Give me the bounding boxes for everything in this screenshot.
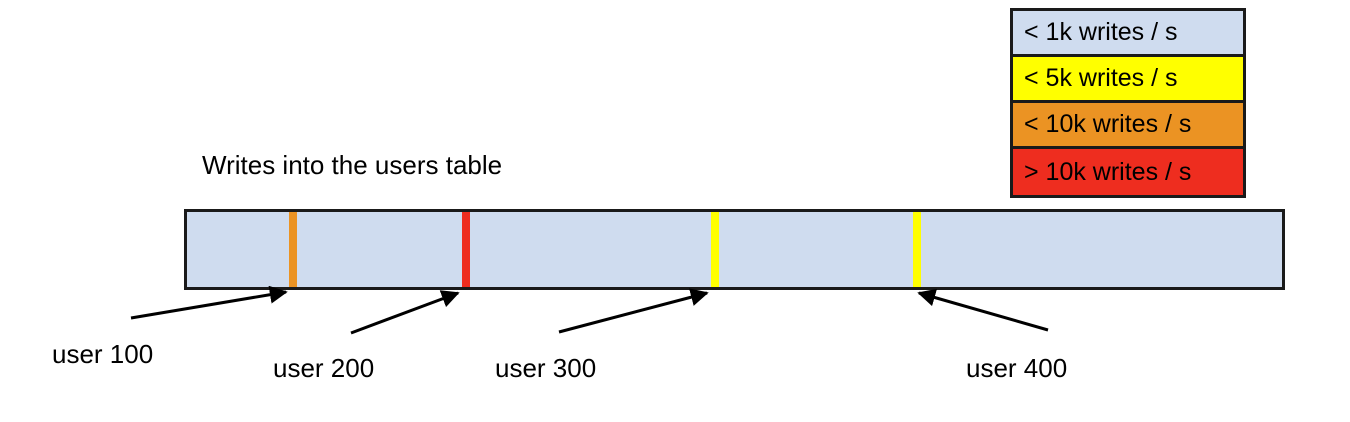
legend-row-over-10k: > 10k writes / s <box>1013 149 1243 195</box>
callout-label-user-400: user 400 <box>966 353 1068 383</box>
user-400-stripe <box>913 212 921 287</box>
callout-label-user-300: user 300 <box>495 353 597 383</box>
callout-label-user-200: user 200 <box>273 353 375 383</box>
user-100-arrow <box>130 285 288 320</box>
legend: < 1k writes / s < 5k writes / s < 10k wr… <box>1010 8 1246 198</box>
user-200-arrow <box>350 290 460 335</box>
legend-row-under-1k: < 1k writes / s <box>1013 11 1243 57</box>
callout-label-user-100: user 100 <box>52 339 154 369</box>
legend-row-under-5k: < 5k writes / s <box>1013 57 1243 103</box>
user-200-stripe <box>462 212 470 287</box>
legend-label-under-5k: < 5k writes / s <box>1024 64 1178 92</box>
user-300-stripe <box>711 212 719 287</box>
user-100-stripe <box>289 212 297 287</box>
user-300-arrow <box>558 288 709 334</box>
chart-title: Writes into the users table <box>202 150 503 180</box>
legend-label-over-10k: > 10k writes / s <box>1024 157 1192 186</box>
legend-label-under-10k: < 10k writes / s <box>1024 110 1192 138</box>
legend-label-under-1k: < 1k writes / s <box>1024 18 1178 46</box>
users-table-band <box>184 209 1285 290</box>
user-400-arrow <box>917 288 1049 332</box>
legend-row-under-10k: < 10k writes / s <box>1013 103 1243 149</box>
